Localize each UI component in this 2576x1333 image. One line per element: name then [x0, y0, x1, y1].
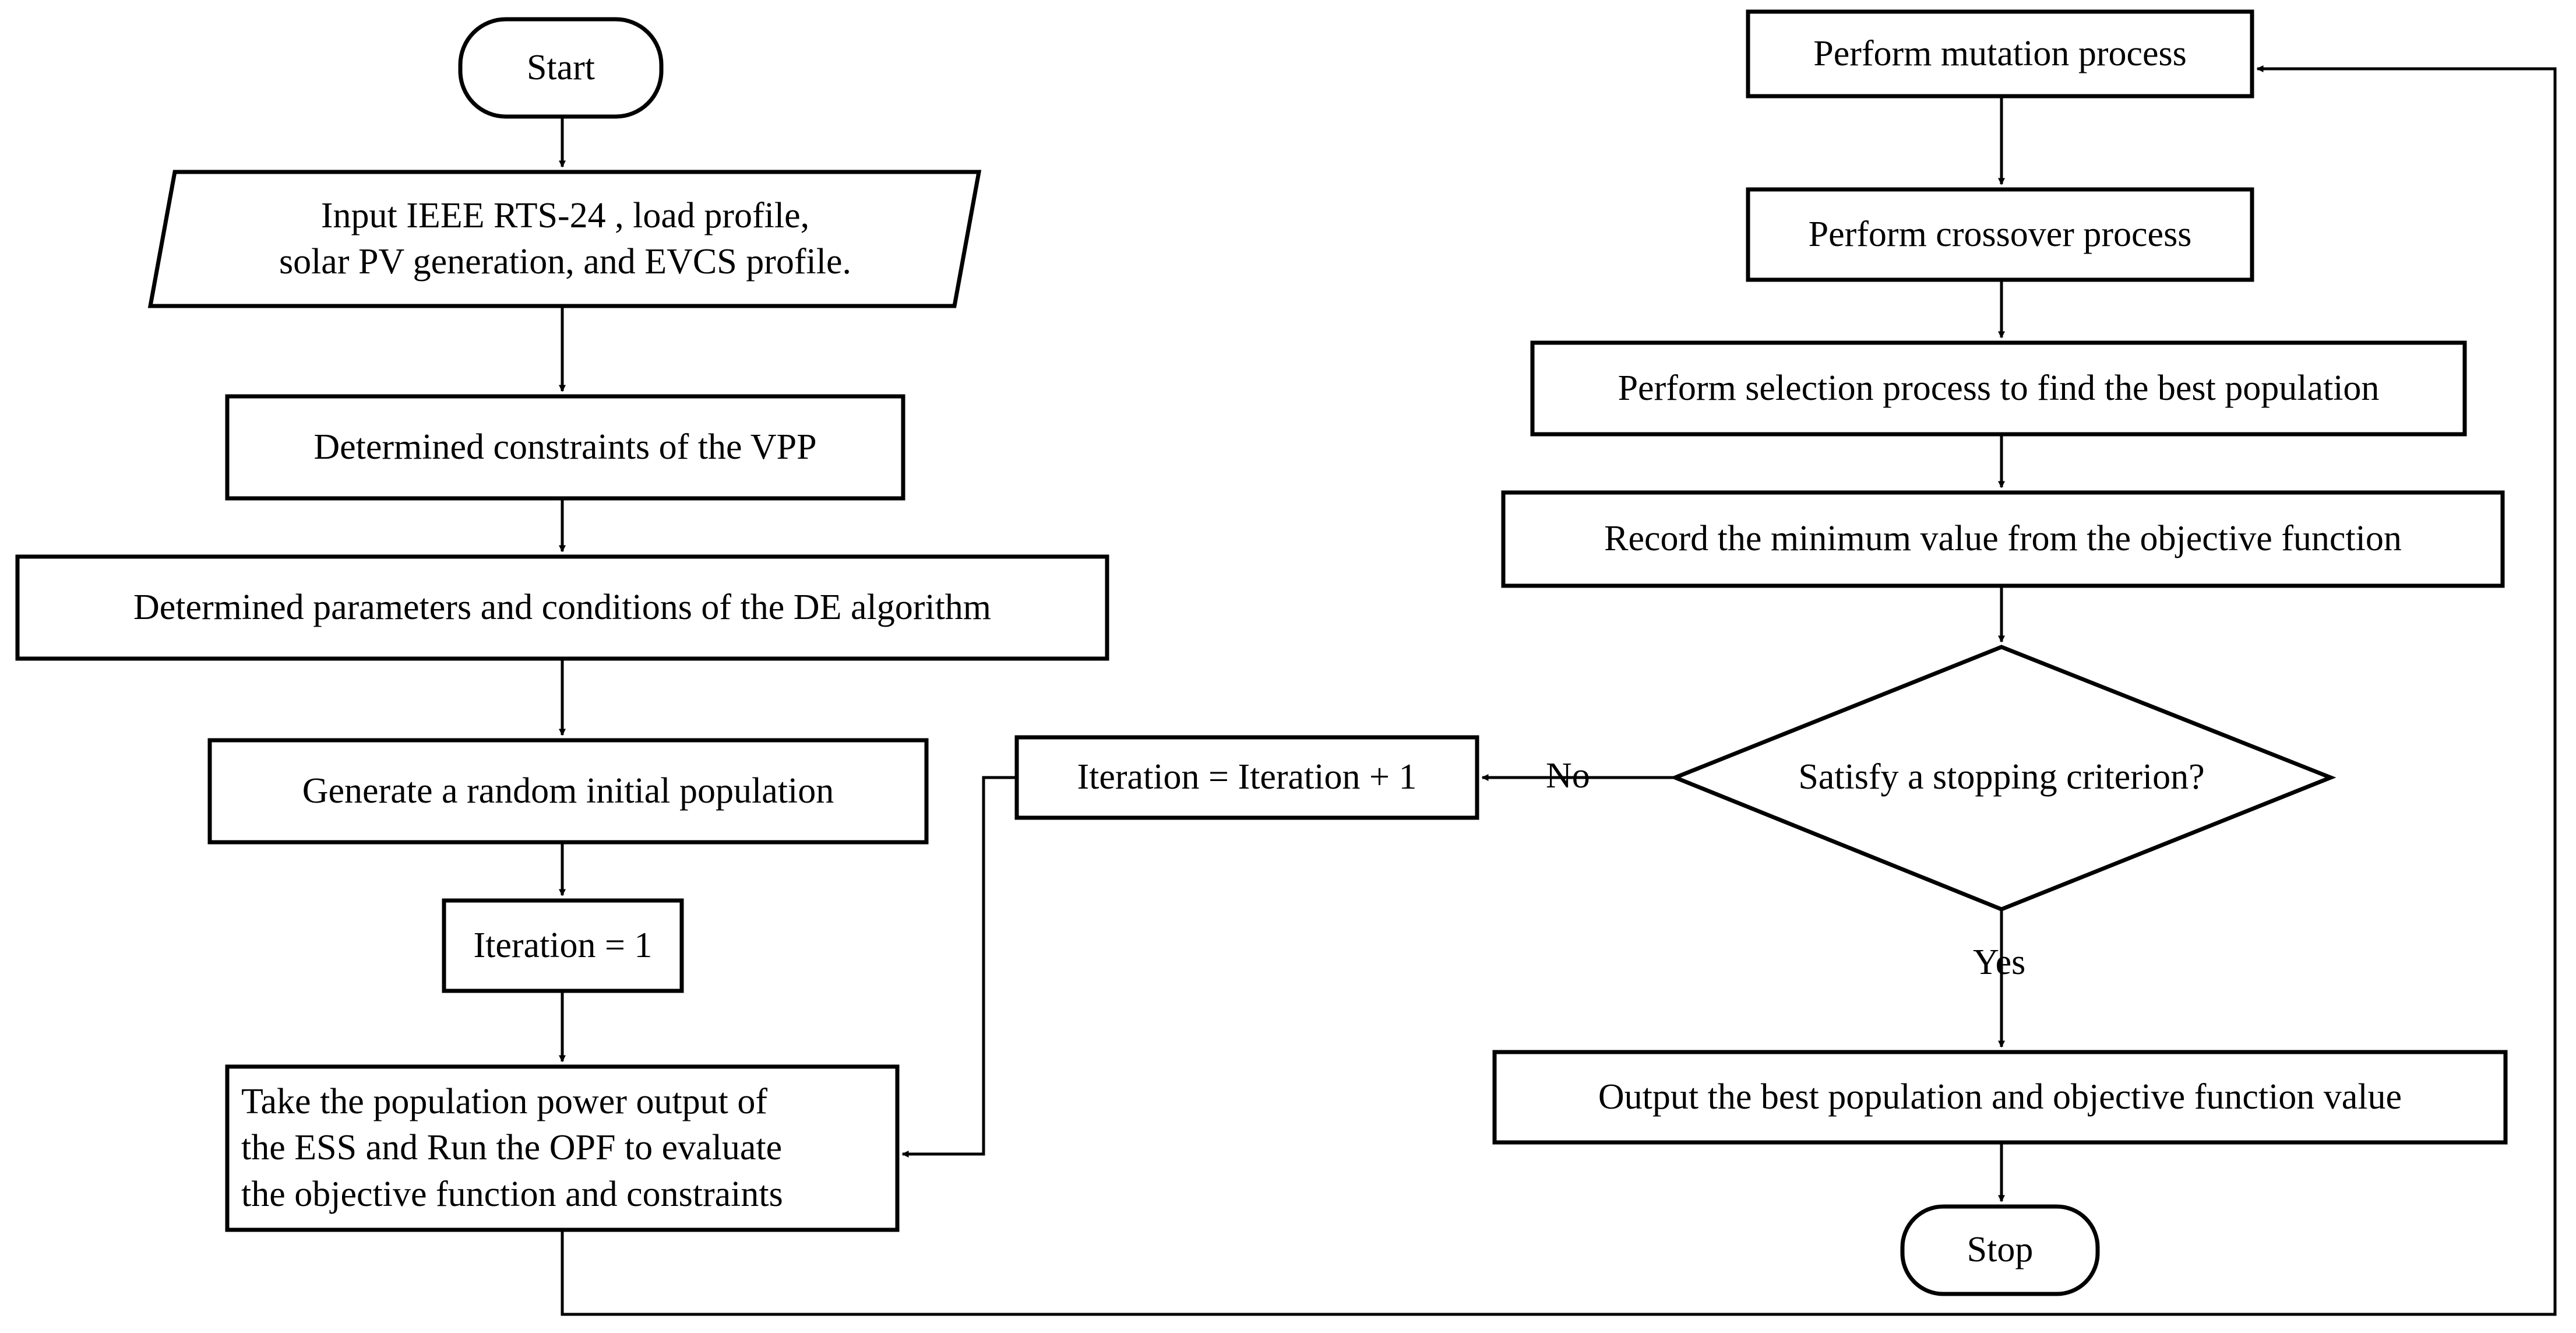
node-crossover-shape [1746, 187, 2254, 282]
edge-iteration-increment-to-evaluate [901, 776, 1017, 1158]
node-stop-shape [1900, 1204, 2100, 1296]
node-input-shape [147, 170, 982, 308]
node-mutation-shape [1746, 9, 2254, 99]
node-generate-shape [207, 738, 929, 845]
node-decision-shape [1669, 645, 2337, 912]
node-iteration-init-shape [442, 898, 684, 993]
node-selection-shape [1530, 340, 2467, 437]
edge-label-no: No [1546, 756, 1590, 796]
node-parameters-shape [15, 554, 1109, 661]
node-iteration-increment-shape [1014, 735, 1479, 820]
edge-label-yes: Yes [1973, 942, 2026, 982]
node-record-shape [1501, 490, 2505, 588]
node-evaluate-shape [225, 1064, 900, 1232]
node-constraints-shape [225, 394, 905, 501]
node-start-shape [458, 17, 664, 119]
node-output-shape [1492, 1050, 2508, 1145]
edge-evaluate-to-mutation [561, 65, 2557, 1316]
